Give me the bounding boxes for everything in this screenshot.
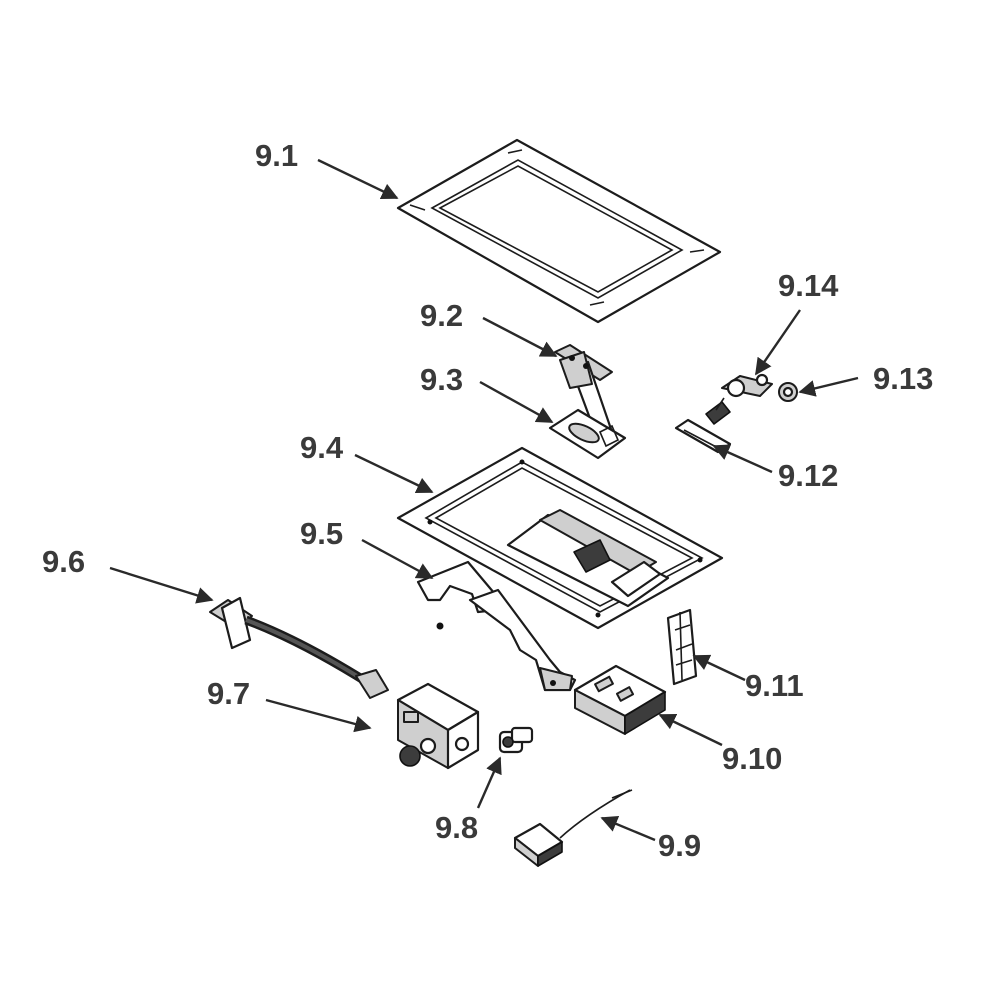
part-9-5-mounting-bracket [416,560,577,692]
label-9-11: 9.11 [745,668,804,703]
part-9-7-gas-valve [396,682,480,770]
label-9-8: 9.8 [435,810,479,845]
label-9-2: 9.2 [420,298,464,333]
label-9-14: 9.14 [778,268,839,303]
part-9-3-mounting-plate [548,408,627,460]
label-9-7: 9.7 [207,676,251,711]
leader-9-1 [317,158,399,200]
part-9-4-burner-tray [396,446,724,630]
label-9-3: 9.3 [420,362,464,397]
leader-9-9 [600,816,656,842]
part-9-6-thermocouple-tube [209,596,389,699]
label-9-9: 9.9 [658,828,702,863]
part-9-8-elbow-fitting [498,726,534,754]
part-9-11-bracket-clip [666,608,698,686]
part-9-10-control-box [573,664,667,735]
part-9-13-nut [778,382,798,402]
leader-9-11 [692,654,746,682]
label-9-12: 9.12 [778,458,839,493]
leader-9-12 [712,444,773,474]
leader-9-8 [476,756,502,809]
part-9-12-pilot-hood [674,418,732,454]
leader-9-3 [479,380,554,424]
leader-9-4 [354,453,434,494]
part-9-1-gasket-plate [396,138,722,324]
label-9-10: 9.10 [722,741,783,776]
leader-9-14 [755,309,801,376]
label-9-13: 9.13 [873,361,934,396]
label-9-4: 9.4 [300,430,344,465]
part-9-9-igniter-module [513,789,633,867]
leader-9-13 [798,376,859,397]
label-9-1: 9.1 [255,138,299,173]
leader-9-7 [265,698,372,733]
leader-9-5 [361,538,434,580]
leader-9-2 [482,316,558,358]
label-9-6: 9.6 [42,544,86,579]
leader-9-10 [658,713,723,747]
leader-9-6 [109,566,214,604]
part-9-14-pilot-assembly [705,373,773,425]
label-9-5: 9.5 [300,516,344,551]
